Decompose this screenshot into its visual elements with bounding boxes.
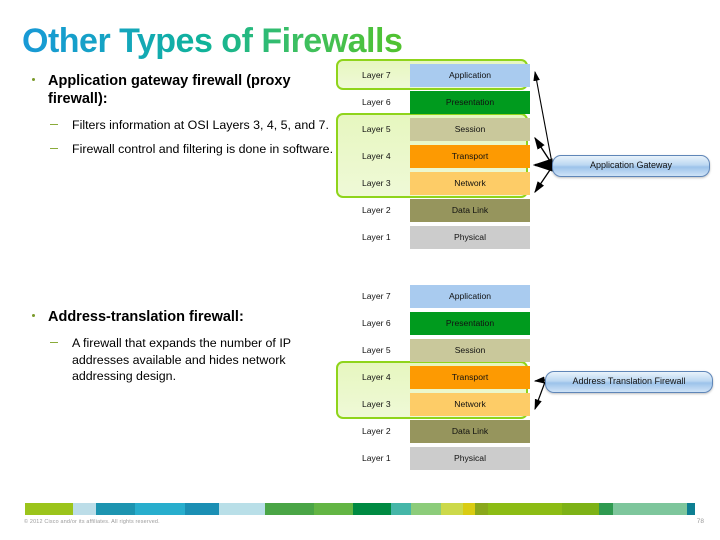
bullet-dot-icon	[32, 78, 35, 81]
osi-layer-row: Layer 7 Application	[336, 283, 530, 310]
color-bar-segment	[390, 503, 411, 515]
color-bar-segment	[562, 503, 600, 515]
color-bar-segment	[487, 503, 563, 515]
osi-layer-number: Layer 4	[362, 151, 391, 161]
osi-layer-name: Presentation	[410, 312, 530, 335]
osi-layer-number: Layer 5	[362, 345, 391, 355]
color-bar-segment	[265, 503, 315, 515]
sub-bullet-list: Filters information at OSI Layers 3, 4, …	[26, 117, 336, 157]
sub-bullet-list: A firewall that expands the number of IP…	[26, 335, 336, 384]
arrow-to-layer7	[533, 70, 553, 164]
bullet-dot-icon	[32, 314, 35, 317]
osi-layer-number: Layer 3	[362, 399, 391, 409]
color-bar-segment	[353, 503, 391, 515]
osi-layer-name: Network	[410, 172, 530, 195]
osi-layer-row: Layer 5 Session	[336, 337, 530, 364]
color-bar-segment	[687, 503, 696, 515]
osi-layer-name: Transport	[410, 145, 530, 168]
bullet-heading-text: Address-translation firewall:	[48, 309, 244, 325]
sub-bullet-text: Filters information at OSI Layers 3, 4, …	[72, 118, 329, 133]
color-bar-segment	[72, 503, 96, 515]
sub-bullet-item: A firewall that expands the number of IP…	[50, 335, 336, 384]
osi-layer-name: Application	[410, 285, 530, 308]
osi-layer-number: Layer 2	[362, 426, 391, 436]
color-bar-segment	[95, 503, 135, 515]
arrow-to-layer4-nat	[533, 376, 546, 384]
osi-layer-row: Layer 3 Network	[336, 391, 530, 418]
osi-layer-name: Presentation	[410, 91, 530, 114]
osi-layer-name: Transport	[410, 366, 530, 389]
osi-layer-number: Layer 7	[362, 291, 391, 301]
color-bar-segment	[184, 503, 220, 515]
osi-layer-name: Application	[410, 64, 530, 87]
color-bar-segment	[410, 503, 441, 515]
osi-layer-name: Data Link	[410, 420, 530, 443]
osi-layer-number: Layer 4	[362, 372, 391, 382]
osi-layer-name: Session	[410, 339, 530, 362]
footer-page-number: 78	[696, 518, 704, 525]
color-bar-segment	[25, 503, 73, 515]
osi-layer-name: Session	[410, 118, 530, 141]
color-bar-segment	[440, 503, 463, 515]
osi-layer-row: Layer 2 Data Link	[336, 197, 530, 224]
callout-address-translation-firewall[interactable]: Address Translation Firewall	[545, 371, 713, 393]
osi-layer-number: Layer 1	[362, 232, 391, 242]
osi-layer-number: Layer 1	[362, 453, 391, 463]
color-bar-segment	[474, 503, 488, 515]
osi-layer-number: Layer 3	[362, 178, 391, 188]
sub-bullet-text: A firewall that expands the number of IP…	[72, 336, 291, 383]
color-bar-segment	[314, 503, 354, 515]
osi-layer-name: Physical	[410, 447, 530, 470]
dash-icon	[50, 124, 58, 126]
bullet-block-application-gateway: Application gateway firewall (proxy fire…	[26, 72, 336, 164]
osi-layer-row: Layer 7 Application	[336, 62, 530, 89]
dash-icon	[50, 342, 58, 344]
footer-copyright: © 2012 Cisco and/or its affiliates. All …	[24, 519, 160, 525]
osi-layer-number: Layer 2	[362, 205, 391, 215]
bullet-heading-text: Application gateway firewall (proxy fire…	[48, 73, 291, 108]
osi-layer-row: Layer 2 Data Link	[336, 418, 530, 445]
osi-layer-row: Layer 6 Presentation	[336, 310, 530, 337]
bullet-heading: Address-translation firewall:	[26, 308, 336, 326]
color-bar-segment	[462, 503, 475, 515]
arrow-to-layer3	[534, 166, 553, 194]
osi-layer-row: Layer 5 Session	[336, 116, 530, 143]
arrow-to-layer5	[534, 136, 553, 165]
osi-layer-name: Physical	[410, 226, 530, 249]
arrow-to-layer3-nat	[534, 381, 546, 411]
osi-layer-row: Layer 4 Transport	[336, 143, 530, 170]
footer-color-bar	[25, 503, 696, 515]
osi-layer-number: Layer 5	[362, 124, 391, 134]
callout-application-gateway[interactable]: Application Gateway	[552, 155, 710, 177]
osi-layer-row: Layer 6 Presentation	[336, 89, 530, 116]
color-bar-segment	[599, 503, 614, 515]
bullet-heading: Application gateway firewall (proxy fire…	[26, 72, 336, 108]
osi-layer-name: Network	[410, 393, 530, 416]
osi-layer-row: Layer 1 Physical	[336, 224, 530, 251]
bullet-block-address-translation: Address-translation firewall: A firewall…	[26, 308, 336, 391]
osi-layer-number: Layer 6	[362, 97, 391, 107]
color-bar-segment	[134, 503, 185, 515]
dash-icon	[50, 147, 58, 149]
page-title: Other Types of Firewalls	[22, 22, 403, 60]
osi-layer-row: Layer 4 Transport	[336, 364, 530, 391]
sub-bullet-item: Firewall control and filtering is done i…	[50, 141, 336, 157]
sub-bullet-item: Filters information at OSI Layers 3, 4, …	[50, 117, 336, 133]
osi-layer-name: Data Link	[410, 199, 530, 222]
sub-bullet-text: Firewall control and filtering is done i…	[72, 141, 334, 156]
color-bar-segment	[613, 503, 688, 515]
osi-layer-number: Layer 6	[362, 318, 391, 328]
osi-layer-number: Layer 7	[362, 70, 391, 80]
osi-layer-row: Layer 3 Network	[336, 170, 530, 197]
osi-layer-row: Layer 1 Physical	[336, 445, 530, 472]
color-bar-segment	[219, 503, 266, 515]
